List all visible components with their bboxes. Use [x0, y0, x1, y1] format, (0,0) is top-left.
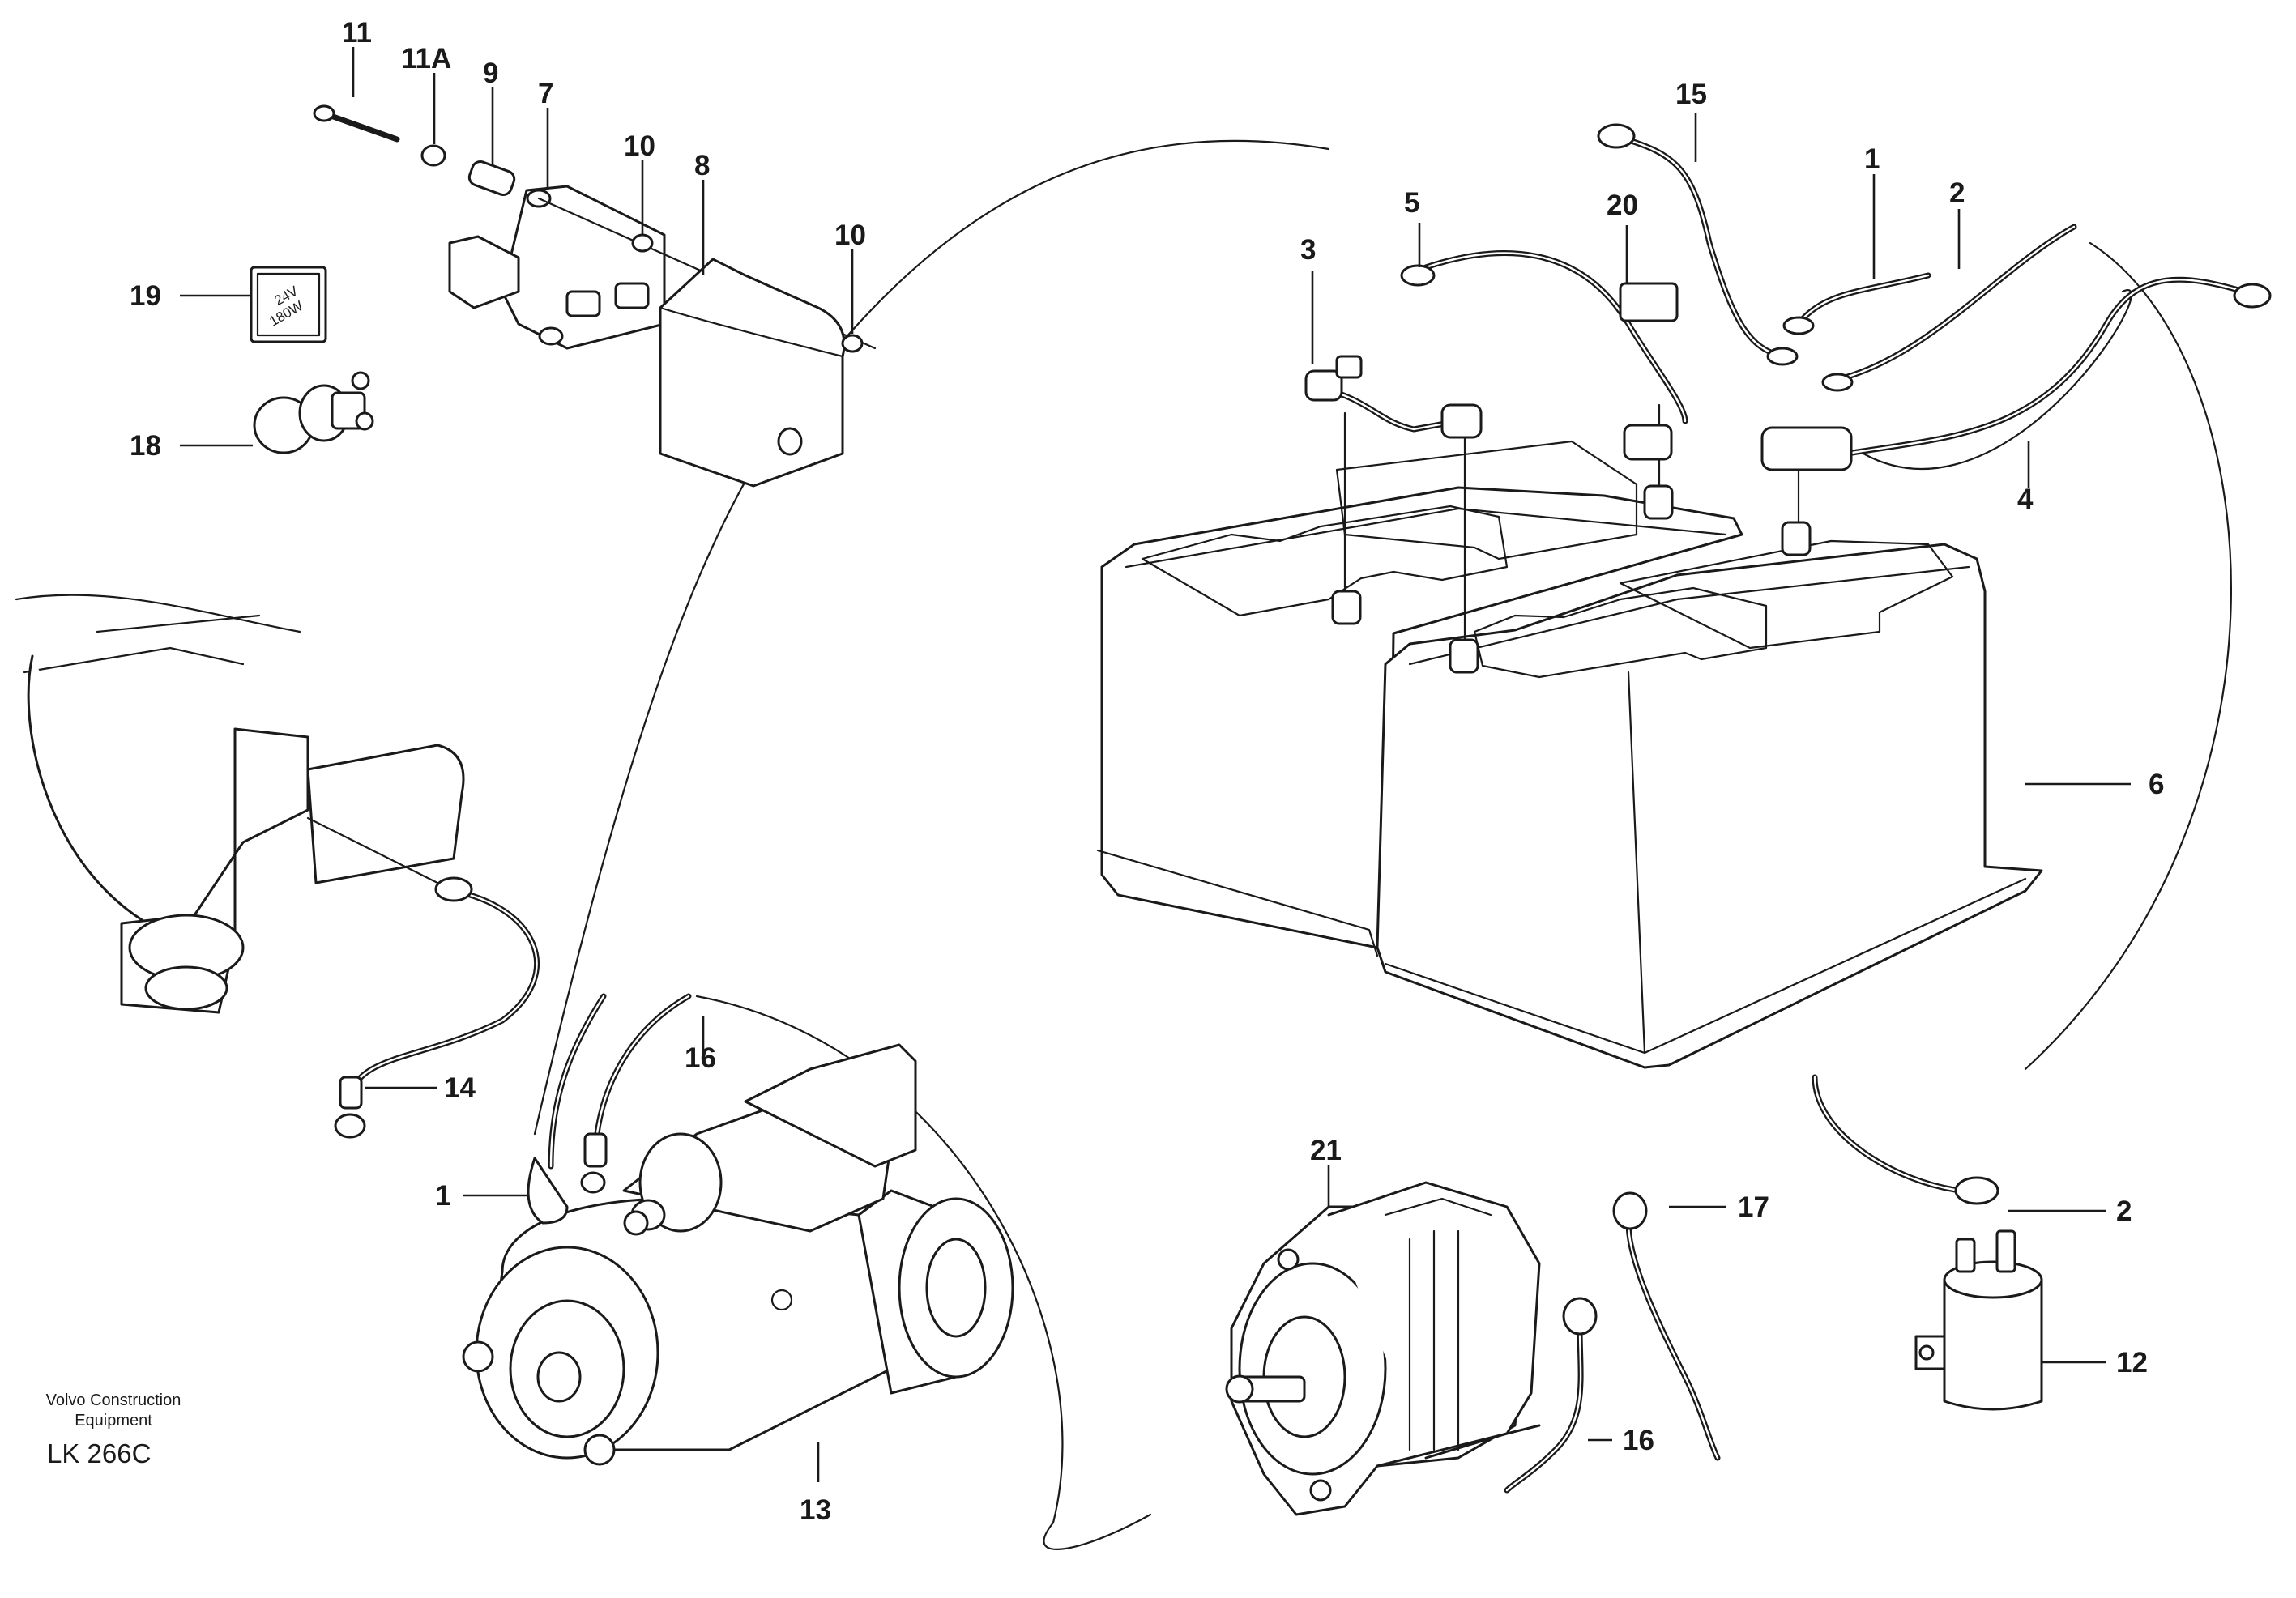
- battery-cable-5: [1400, 250, 1688, 461]
- label-plate-19: 24V 180W: [250, 266, 327, 343]
- starter-motor-13: [462, 1043, 1014, 1466]
- nut-10b: [841, 334, 864, 353]
- callout-18: 18: [130, 430, 161, 462]
- callout-9: 9: [483, 58, 498, 89]
- leader-lines: [180, 47, 2131, 1482]
- battery-switch-7: [448, 185, 877, 350]
- battery-cable-2: [1821, 224, 2077, 392]
- callout-19: 19: [130, 280, 161, 312]
- callout-13: 13: [800, 1494, 831, 1526]
- battery-cable-1: [1782, 272, 1931, 335]
- callout-12: 12: [2116, 1347, 2148, 1379]
- callout-11: 11: [342, 17, 372, 49]
- callout-7: 7: [538, 78, 553, 109]
- battery-cable-3: [1304, 355, 1483, 439]
- starter-cable-1: [527, 993, 607, 1225]
- callout-labels: 11 11A 9 7 10 8 10 19 18 14 1 16 13 21 1…: [130, 17, 2164, 1526]
- callout-17: 17: [1738, 1191, 1769, 1223]
- callout-2-bottom: 2: [2116, 1195, 2132, 1227]
- relay-12: [1914, 1229, 2043, 1411]
- cover-8: [659, 258, 846, 488]
- callout-8: 8: [694, 150, 710, 181]
- socket-18: [253, 371, 374, 454]
- battery-terminal-c: [1643, 484, 1674, 520]
- callout-14: 14: [444, 1072, 476, 1104]
- alternator-21: [1225, 1181, 1541, 1516]
- callout-2-top: 2: [1949, 177, 1965, 209]
- callout-5: 5: [1404, 187, 1419, 219]
- company-name-line2: Equipment: [75, 1412, 152, 1430]
- alternator-cable-16: [1504, 1297, 1598, 1494]
- callout-3: 3: [1300, 234, 1316, 266]
- callout-16b: 16: [1623, 1425, 1654, 1456]
- callout-1-top: 1: [1864, 143, 1880, 175]
- spacer-9: [467, 160, 516, 197]
- battery-terminal-d: [1781, 521, 1812, 556]
- callout-11a: 11A: [401, 43, 451, 75]
- battery-terminal-a: [1331, 590, 1362, 625]
- callout-4: 4: [2017, 484, 2034, 515]
- routing-line-cable2-loop: [2024, 241, 2232, 1071]
- routing-line-battery-to-solenoid: [1862, 289, 2132, 470]
- footer: Volvo Construction Equipment LK 266C: [46, 1391, 181, 1468]
- battery-front: [1376, 543, 2043, 1069]
- battery-cable-4: [1760, 276, 2272, 471]
- callout-21: 21: [1310, 1135, 1342, 1166]
- fuse-20: [1619, 282, 1679, 322]
- callout-10b: 10: [834, 219, 866, 251]
- callout-16a: 16: [685, 1042, 716, 1074]
- callout-1-bottom: 1: [435, 1180, 450, 1212]
- battery-cable-15: [1597, 123, 1799, 366]
- callout-15: 15: [1675, 79, 1707, 110]
- battery-pair: [1096, 403, 2043, 1069]
- callout-20: 20: [1607, 190, 1638, 221]
- battery-rear: [1100, 486, 1743, 949]
- battery-terminal-b: [1449, 638, 1479, 674]
- frame-bracket: [15, 594, 465, 1014]
- washer-11a: [420, 144, 446, 167]
- nut-10a: [631, 233, 654, 253]
- drawing-number: LK 266C: [47, 1438, 151, 1468]
- ground-cable-14: [334, 876, 540, 1139]
- alternator-cable-17: [1612, 1191, 1721, 1461]
- bolt-11: [313, 104, 400, 143]
- callout-10a: 10: [624, 130, 655, 162]
- relay-cable-2: [1812, 1074, 1999, 1205]
- company-name-line1: Volvo Construction: [46, 1391, 181, 1409]
- callout-6: 6: [2149, 769, 2164, 800]
- starter-cable-16: [580, 993, 692, 1194]
